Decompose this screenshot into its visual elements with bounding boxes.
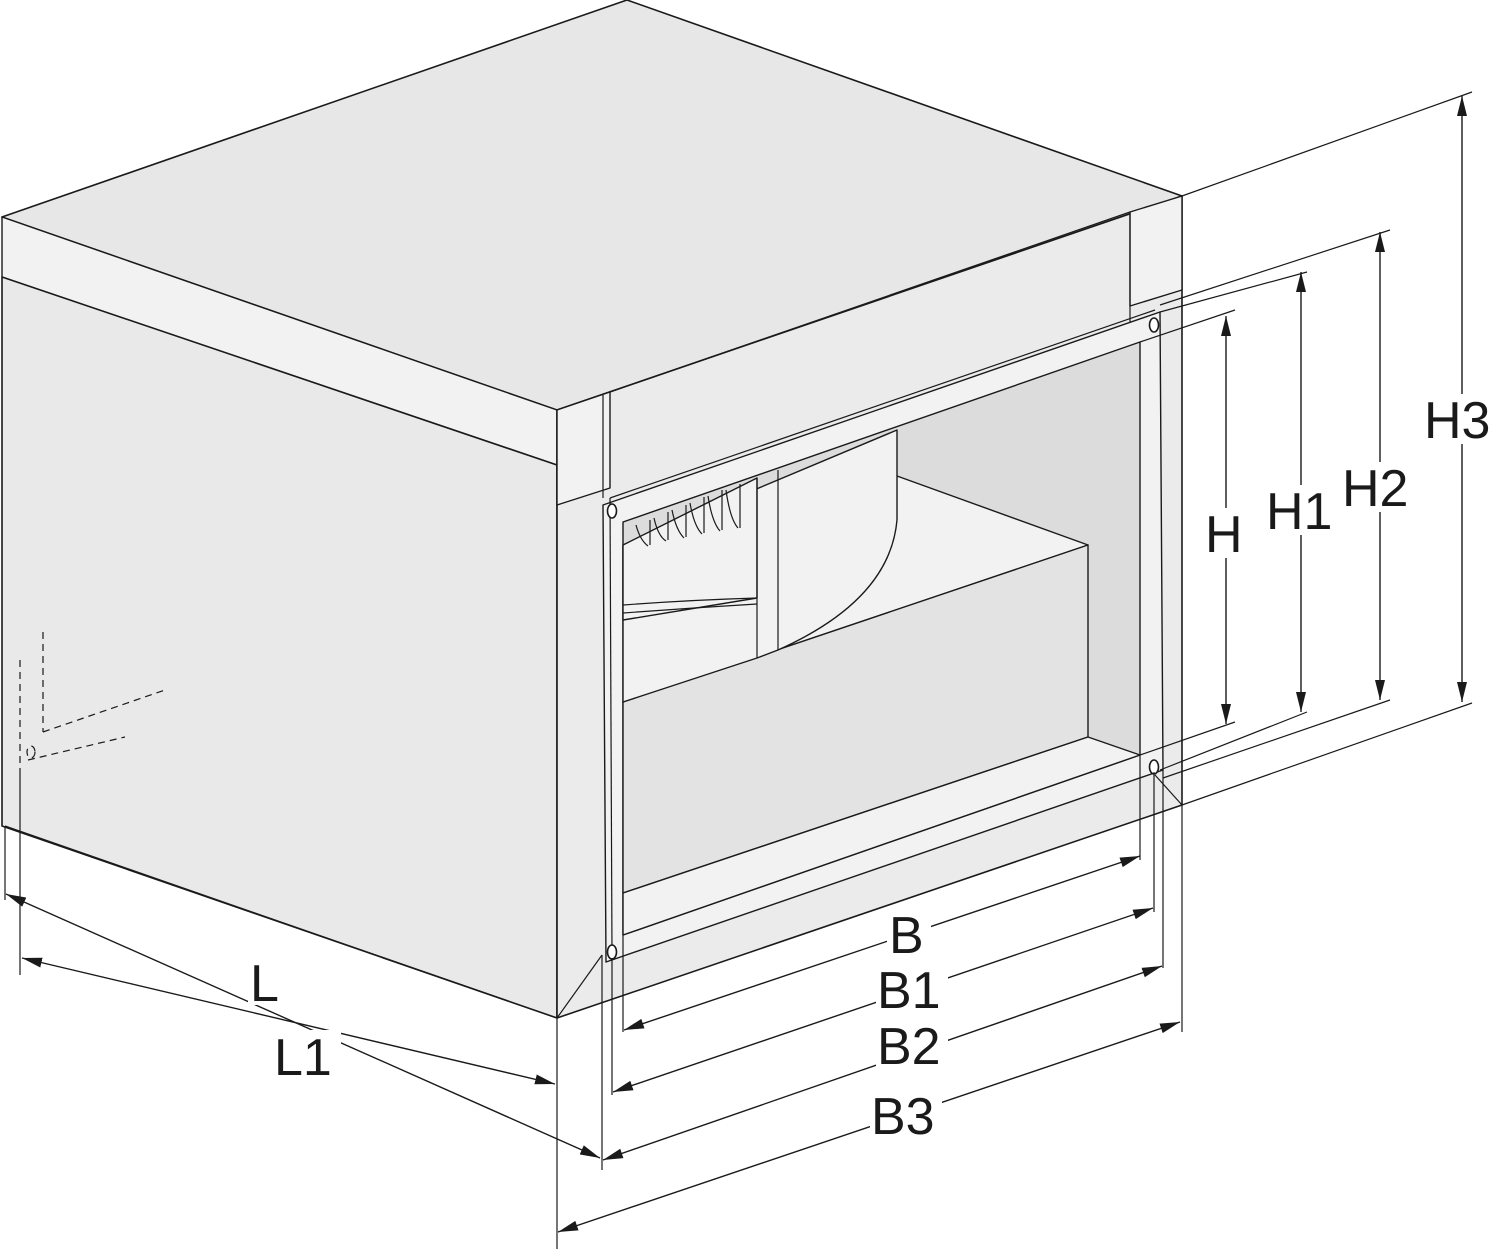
front-band-line (609, 211, 1131, 393)
fan-wheel-rim (622, 603, 758, 614)
flange-hole-top-right (1148, 317, 1160, 333)
label-B1: B1 (877, 962, 941, 1020)
label-H1: H1 (1266, 483, 1332, 541)
flange-hole-bottom-left (606, 944, 618, 960)
lid-band-right (1129, 195, 1183, 307)
label-L: L (250, 955, 279, 1013)
label-B: B (889, 907, 924, 965)
label-H: H (1205, 506, 1243, 564)
label-B2: B2 (877, 1018, 941, 1076)
hidden-feature-left (19, 632, 166, 770)
dim-line-L1 (5, 893, 601, 1159)
label-H2: H2 (1342, 460, 1408, 518)
fan-wheel-band (622, 597, 758, 606)
label-L1: L1 (274, 1029, 332, 1087)
label-B3: B3 (871, 1088, 935, 1146)
dimension-labels: L L1 B B1 B2 B3 H H1 H2 H3 (248, 392, 1499, 1146)
flange-hole-bottom-right (1148, 759, 1160, 775)
dim-line-B3 (557, 1021, 1181, 1233)
label-H3: H3 (1424, 392, 1490, 450)
hidden-hole (26, 745, 36, 759)
front-chamfer-right (1154, 774, 1183, 806)
flange-lip-left (609, 497, 613, 956)
fan-blades (635, 484, 741, 547)
corner-post (556, 391, 611, 506)
flange-lip-top (609, 309, 1156, 499)
flange-hole-top-left (606, 503, 618, 519)
